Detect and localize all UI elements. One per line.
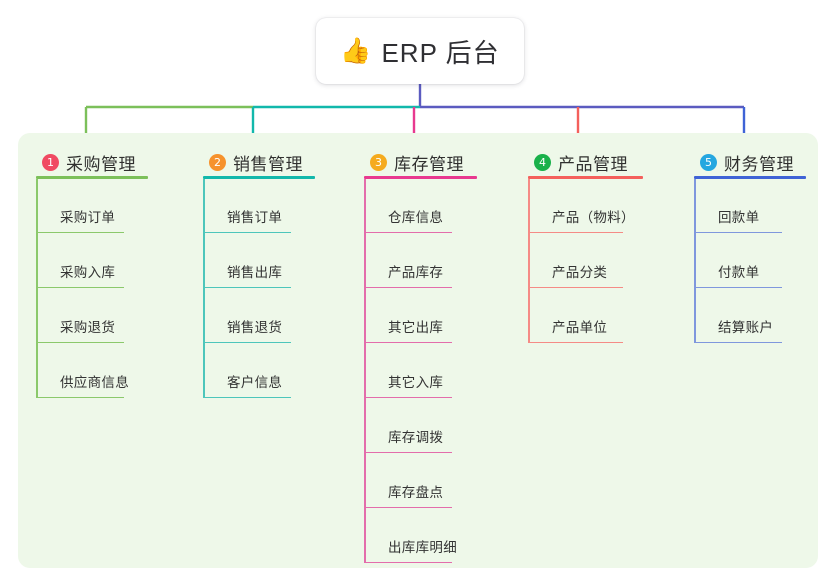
leaf-label: 采购入库 <box>60 265 116 280</box>
column-badge-1: 1 <box>42 154 59 171</box>
leaf-label: 库存调拨 <box>388 430 444 445</box>
leaf-item[interactable]: 回款单 <box>694 189 782 233</box>
leaf-label: 销售退货 <box>227 320 283 335</box>
leaf-underline <box>36 286 124 288</box>
leaf-item[interactable]: 库存盘点 <box>364 464 452 508</box>
root-title: ERP 后台 <box>381 37 500 68</box>
leaf-item[interactable]: 销售退货 <box>203 299 291 343</box>
leaf-item[interactable]: 采购订单 <box>36 189 124 233</box>
leaf-label: 销售出库 <box>227 265 283 280</box>
leaf-item[interactable]: 产品库存 <box>364 244 452 288</box>
modules-panel <box>18 133 818 568</box>
leaf-underline <box>364 451 452 453</box>
leaf-underline <box>364 506 452 508</box>
column-title-2: 销售管理 <box>233 155 303 174</box>
column-badge-3: 3 <box>370 154 387 171</box>
column-title-5: 财务管理 <box>724 155 794 174</box>
leaf-label: 出库库明细 <box>388 540 457 555</box>
column-header-1[interactable]: 1 采购管理 <box>42 150 136 175</box>
leaf-underline <box>36 396 124 398</box>
thumbs-up-icon: 👍 <box>340 36 372 65</box>
leaf-underline <box>364 341 452 343</box>
leaf-label: 产品单位 <box>552 320 608 335</box>
leaf-item[interactable]: 库存调拨 <box>364 409 452 453</box>
leaf-item[interactable]: 仓库信息 <box>364 189 452 233</box>
leaf-label: 结算账户 <box>718 320 774 335</box>
leaf-item[interactable]: 采购入库 <box>36 244 124 288</box>
column-underline-1 <box>36 176 148 179</box>
column-badge-5: 5 <box>700 154 717 171</box>
leaf-item[interactable]: 出库库明细 <box>364 519 457 563</box>
leaf-underline <box>364 561 452 563</box>
leaf-underline <box>203 231 291 233</box>
leaf-label: 销售订单 <box>227 210 283 225</box>
leaf-underline <box>203 286 291 288</box>
leaf-label: 其它出库 <box>388 320 444 335</box>
leaf-label: 产品（物料） <box>552 210 635 225</box>
leaf-item[interactable]: 产品（物料） <box>528 189 635 233</box>
column-trunk-3 <box>364 179 366 563</box>
column-header-5[interactable]: 5 财务管理 <box>700 150 794 175</box>
leaf-item[interactable]: 销售订单 <box>203 189 291 233</box>
leaf-label: 产品库存 <box>388 265 444 280</box>
leaf-underline <box>528 231 623 233</box>
leaf-item[interactable]: 结算账户 <box>694 299 782 343</box>
leaf-underline <box>694 286 782 288</box>
column-title-4: 产品管理 <box>558 155 628 174</box>
column-trunk-4 <box>528 179 530 343</box>
leaf-label: 付款单 <box>718 265 760 280</box>
leaf-label: 采购订单 <box>60 210 116 225</box>
column-header-3[interactable]: 3 库存管理 <box>370 150 464 175</box>
leaf-item[interactable]: 产品分类 <box>528 244 623 288</box>
leaf-label: 采购退货 <box>60 320 116 335</box>
column-badge-2: 2 <box>209 154 226 171</box>
column-header-2[interactable]: 2 销售管理 <box>209 150 303 175</box>
column-underline-3 <box>364 176 477 179</box>
leaf-underline <box>203 396 291 398</box>
leaf-label: 仓库信息 <box>388 210 444 225</box>
leaf-underline <box>364 396 452 398</box>
column-trunk-5 <box>694 179 696 343</box>
leaf-underline <box>528 286 623 288</box>
leaf-item[interactable]: 客户信息 <box>203 354 291 398</box>
leaf-underline <box>364 231 452 233</box>
column-title-3: 库存管理 <box>394 155 464 174</box>
leaf-label: 库存盘点 <box>388 485 444 500</box>
leaf-underline <box>694 341 782 343</box>
leaf-item[interactable]: 付款单 <box>694 244 782 288</box>
leaf-item[interactable]: 采购退货 <box>36 299 124 343</box>
leaf-underline <box>364 286 452 288</box>
leaf-label: 其它入库 <box>388 375 444 390</box>
leaf-item[interactable]: 供应商信息 <box>36 354 129 398</box>
leaf-label: 回款单 <box>718 210 760 225</box>
leaf-item[interactable]: 产品单位 <box>528 299 623 343</box>
column-underline-5 <box>694 176 806 179</box>
leaf-item[interactable]: 其它入库 <box>364 354 452 398</box>
leaf-label: 产品分类 <box>552 265 608 280</box>
leaf-underline <box>694 231 782 233</box>
leaf-underline <box>203 341 291 343</box>
root-node[interactable]: 👍 ERP 后台 <box>316 18 524 84</box>
leaf-underline <box>528 341 623 343</box>
column-underline-4 <box>528 176 643 179</box>
leaf-underline <box>36 231 124 233</box>
leaf-label: 客户信息 <box>227 375 283 390</box>
leaf-label: 供应商信息 <box>60 375 129 390</box>
column-trunk-2 <box>203 179 205 398</box>
column-title-1: 采购管理 <box>66 155 136 174</box>
leaf-item[interactable]: 其它出库 <box>364 299 452 343</box>
column-underline-2 <box>203 176 315 179</box>
column-trunk-1 <box>36 179 38 398</box>
column-header-4[interactable]: 4 产品管理 <box>534 150 628 175</box>
leaf-underline <box>36 341 124 343</box>
column-badge-4: 4 <box>534 154 551 171</box>
leaf-item[interactable]: 销售出库 <box>203 244 291 288</box>
